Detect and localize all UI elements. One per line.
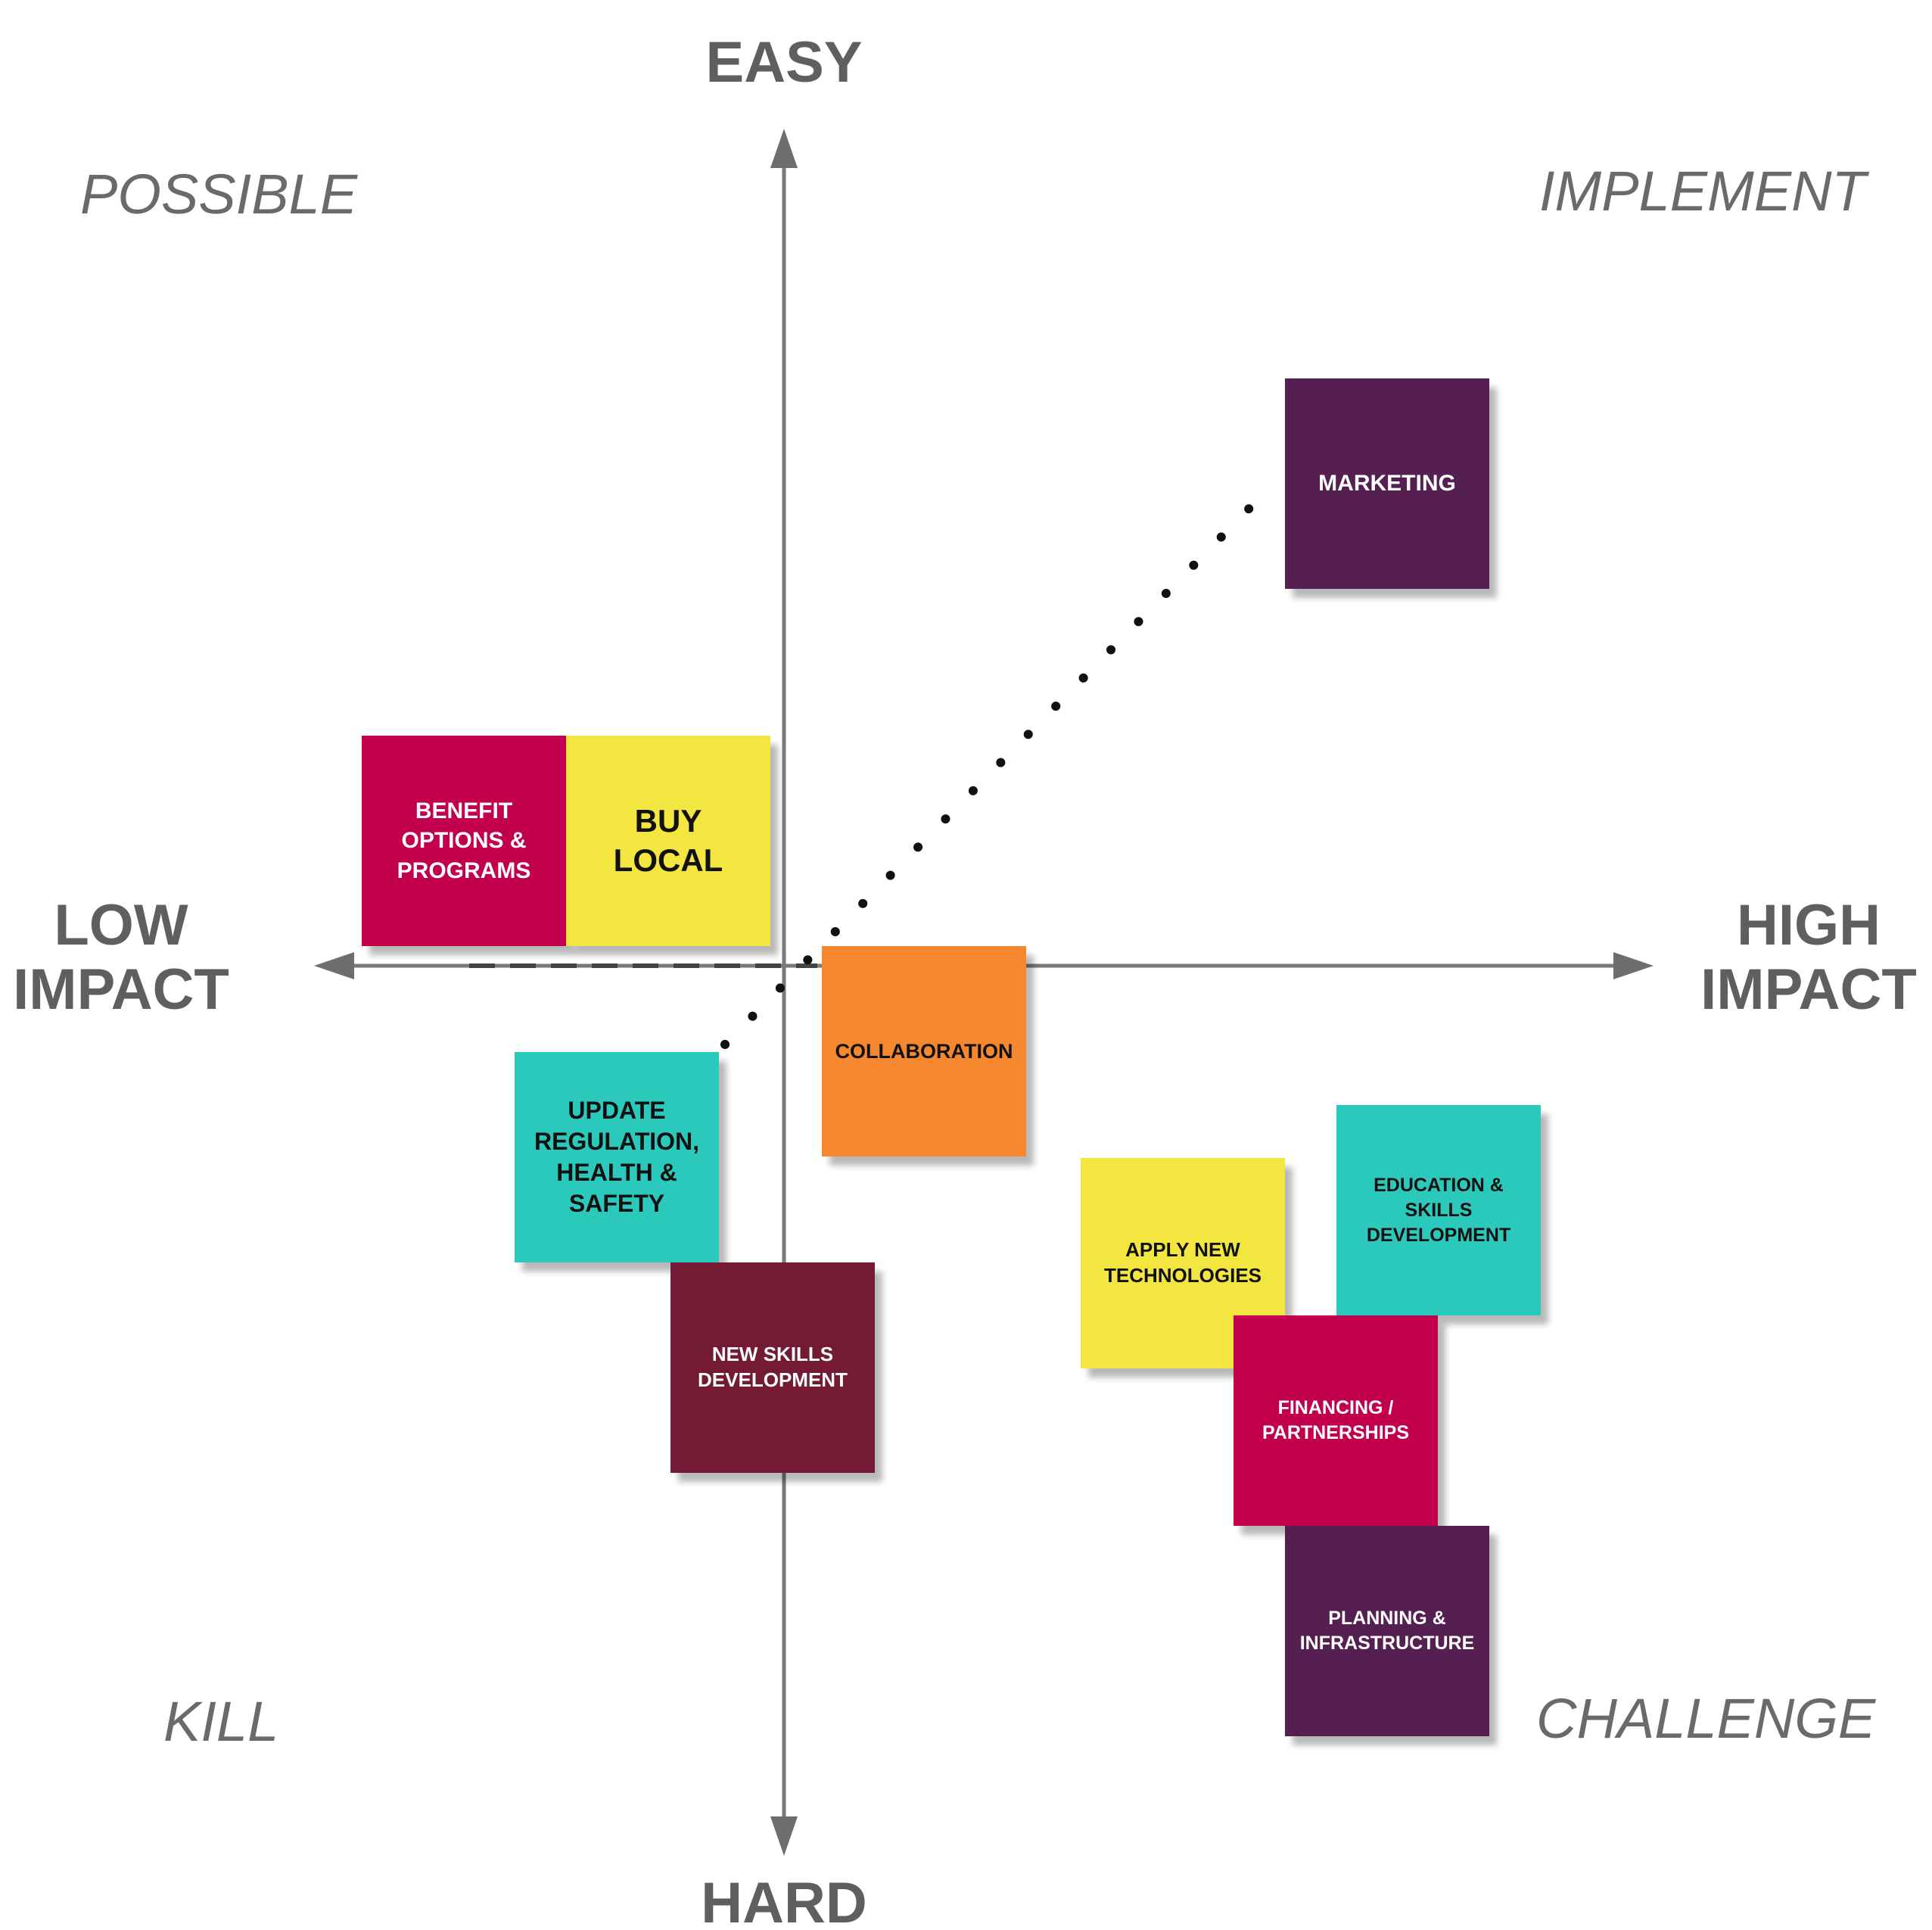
sticky-note-marketing[interactable]: MARKETING: [1285, 378, 1489, 589]
sticky-note-label: COLLABORATION: [835, 1039, 1013, 1063]
sticky-note-label: PLANNING & INFRASTRUCTURE: [1299, 1608, 1475, 1654]
arrow-down-icon: [770, 1816, 798, 1856]
sticky-note-collaboration[interactable]: COLLABORATION: [822, 946, 1026, 1156]
sticky-note-education[interactable]: EDUCATION & SKILLS DEVELOPMENT: [1336, 1105, 1541, 1315]
quadrant-label-implement: IMPLEMENT: [1539, 160, 1866, 223]
sticky-note-label: APPLY NEW TECHNOLOGIES: [1103, 1238, 1262, 1287]
sticky-note-buy-local[interactable]: BUY LOCAL: [566, 736, 770, 946]
sticky-note-new-skills[interactable]: NEW SKILLS DEVELOPMENT: [670, 1262, 875, 1473]
arrow-up-icon: [770, 129, 798, 168]
quadrant-label-possible: POSSIBLE: [80, 163, 358, 226]
arrow-left-icon: [314, 952, 354, 979]
arrow-right-icon: [1613, 952, 1654, 979]
sticky-note-label: BUY LOCAL: [613, 802, 723, 879]
quadrant-label-kill: KILL: [163, 1690, 279, 1753]
axis-label-high-impact: HIGH IMPACT: [1695, 893, 1922, 1022]
axis-label-low-impact: LOW IMPACT: [8, 893, 235, 1022]
sticky-note-label: UPDATE REGULATION, HEALTH & SAFETY: [534, 1097, 700, 1217]
sticky-note-planning[interactable]: PLANNING & INFRASTRUCTURE: [1285, 1526, 1489, 1736]
sticky-note-label: MARKETING: [1318, 471, 1456, 496]
sticky-note-financing[interactable]: FINANCING / PARTNERSHIPS: [1234, 1315, 1438, 1526]
sticky-note-label: BENEFIT OPTIONS & PROGRAMS: [397, 798, 531, 883]
sticky-note-label: FINANCING / PARTNERSHIPS: [1262, 1397, 1409, 1443]
quadrant-label-challenge: CHALLENGE: [1536, 1687, 1876, 1750]
axis-label-easy: EASY: [705, 30, 863, 95]
sticky-note-update-regulation[interactable]: UPDATE REGULATION, HEALTH & SAFETY: [515, 1052, 719, 1262]
sticky-note-label: EDUCATION & SKILLS DEVELOPMENT: [1366, 1174, 1511, 1246]
low-label-line: LOW IMPACT: [13, 893, 229, 1023]
high-label-line: HIGH IMPACT: [1700, 893, 1917, 1023]
sticky-note-label: NEW SKILLS DEVELOPMENT: [698, 1343, 848, 1391]
axis-label-hard: HARD: [701, 1871, 867, 1930]
sticky-note-benefit-options[interactable]: BENEFIT OPTIONS & PROGRAMS: [362, 736, 566, 946]
